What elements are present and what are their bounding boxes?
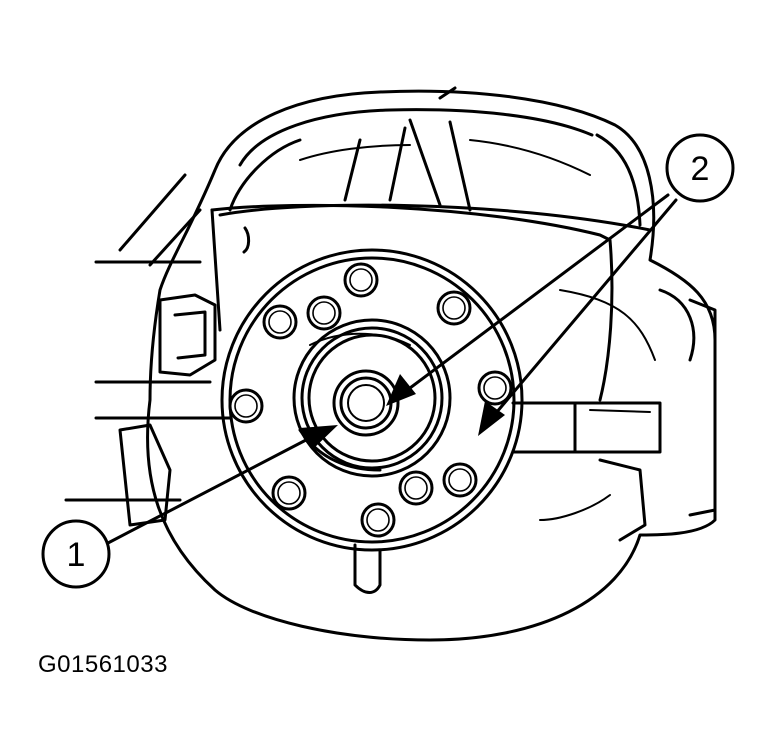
axle-tubes xyxy=(64,173,662,502)
callout-1-number: 1 xyxy=(67,536,86,574)
callout-1: 1 xyxy=(41,519,111,589)
differential-cover xyxy=(210,203,614,402)
housing-outer-shell xyxy=(146,86,717,642)
flange-bolt-holes xyxy=(228,262,513,538)
callout-2-leader xyxy=(386,193,678,436)
arrowhead xyxy=(386,374,416,406)
callout-2-number: 2 xyxy=(691,150,710,188)
housing-side-bosses xyxy=(118,288,717,542)
callout-1-leader xyxy=(106,425,338,545)
arrowhead xyxy=(478,401,505,436)
figure-id: G01561033 xyxy=(38,651,168,678)
pinion-flange xyxy=(220,248,524,594)
arrowhead xyxy=(300,425,338,450)
callout-2: 2 xyxy=(665,133,735,203)
